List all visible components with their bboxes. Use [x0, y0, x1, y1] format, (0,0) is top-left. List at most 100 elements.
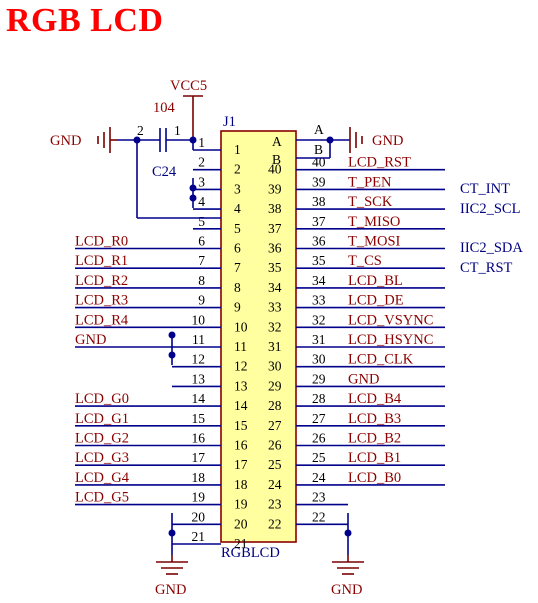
inner-left-pin-number: 21: [234, 536, 248, 551]
inner-right-pin-number: 28: [268, 398, 282, 413]
junction-dot: [344, 529, 352, 537]
connector-header-a: A: [272, 134, 282, 149]
junction-dot: [189, 136, 197, 144]
left-net-18: LCD_G4: [75, 470, 130, 486]
inner-left-pin-number: 14: [234, 398, 248, 413]
left-net-14: LCD_G0: [75, 391, 129, 407]
inner-right-pin-number: 24: [268, 477, 282, 492]
left-net-10: LCD_R4: [75, 312, 129, 328]
gnd-right-label: GND: [372, 133, 403, 149]
left-pin-8-number: 8: [198, 273, 205, 288]
left-pin-7-number: 7: [198, 253, 205, 268]
right-pin-30-number: 30: [312, 352, 326, 367]
left-pin-21-number: 21: [192, 529, 206, 544]
right-net-35: T_CS: [348, 253, 382, 269]
right-pin-38-number: 38: [312, 194, 326, 209]
junction-dot: [168, 529, 176, 537]
inner-left-pin-number: 7: [234, 260, 241, 275]
inner-left-pin-number: 17: [234, 457, 248, 472]
right-net-30: LCD_CLK: [348, 352, 414, 368]
right-net-39: T_PEN: [348, 174, 392, 190]
left-pin-17-number: 17: [192, 450, 206, 465]
right-net-28: LCD_B4: [348, 391, 402, 407]
right-net-25: LCD_B1: [348, 450, 401, 466]
far-right-net-iic2-scl: IIC2_SCL: [460, 201, 520, 217]
capacitor-pin-1-number: 1: [174, 123, 181, 138]
right-pin-28-number: 28: [312, 391, 326, 406]
right-pin-32-number: 32: [312, 312, 326, 327]
capacitor-pin-2-number: 2: [137, 123, 144, 138]
right-net-29: GND: [348, 371, 379, 387]
left-net-16: LCD_G2: [75, 431, 129, 447]
far-right-net-iic2-sda: IIC2_SDA: [460, 240, 523, 256]
inner-right-pin-number: 23: [268, 497, 282, 512]
far-right-net-ct-int: CT_INT: [460, 181, 510, 197]
inner-right-pin-number: 37: [268, 221, 282, 236]
inner-right-pin-number: 29: [268, 378, 282, 393]
inner-right-pin-number: 22: [268, 516, 282, 531]
junction-dot: [168, 351, 176, 359]
left-pin-19-number: 19: [192, 490, 206, 505]
connector-body: [220, 130, 297, 543]
right-pin-24-number: 24: [312, 470, 326, 485]
inner-left-pin-number: 20: [234, 516, 248, 531]
right-net-33: LCD_DE: [348, 293, 404, 309]
inner-left-pin-number: 8: [234, 280, 241, 295]
inner-left-pin-number: 18: [234, 477, 248, 492]
inner-left-pin-number: 4: [234, 201, 241, 216]
junction-dot: [189, 194, 197, 202]
gnd-bottom-left-label: GND: [155, 582, 186, 598]
left-pin-2-number: 2: [198, 155, 205, 170]
left-pin-12-number: 12: [192, 352, 206, 367]
right-net-32: LCD_VSYNC: [348, 312, 433, 328]
inner-right-pin-number: 25: [268, 457, 282, 472]
vcc5-label: VCC5: [170, 78, 207, 94]
inner-left-pin-number: 1: [234, 142, 241, 157]
left-pin-9-number: 9: [198, 293, 205, 308]
right-pin-26-number: 26: [312, 431, 326, 446]
right-pin-25-number: 25: [312, 450, 326, 465]
left-pin-1-number: 1: [198, 135, 205, 150]
right-pin-35-number: 35: [312, 253, 326, 268]
left-pin-18-number: 18: [192, 470, 206, 485]
right-net-27: LCD_B3: [348, 411, 401, 427]
inner-left-pin-number: 12: [234, 359, 248, 374]
right-pin-22-number: 22: [312, 509, 326, 524]
inner-left-pin-number: 16: [234, 438, 248, 453]
inner-right-pin-number: 40: [268, 162, 282, 177]
gnd-bottom-right-label: GND: [331, 582, 362, 598]
left-pin-20-number: 20: [192, 509, 206, 524]
left-pin-10-number: 10: [192, 312, 206, 327]
left-pin-13-number: 13: [192, 371, 206, 386]
inner-right-pin-number: 27: [268, 418, 282, 433]
left-pin-5-number: 5: [198, 214, 205, 229]
inner-left-pin-number: 9: [234, 300, 241, 315]
inner-left-pin-number: 6: [234, 241, 241, 256]
connector-pin-a: A: [314, 122, 324, 137]
right-pin-34-number: 34: [312, 273, 326, 288]
right-net-26: LCD_B2: [348, 431, 401, 447]
left-pin-15-number: 15: [192, 411, 206, 426]
inner-left-pin-number: 5: [234, 221, 241, 236]
connector-designator: J1: [223, 114, 236, 130]
connector-header-b: B: [272, 152, 281, 167]
inner-left-pin-number: 13: [234, 378, 248, 393]
right-net-38: T_SCK: [348, 194, 393, 210]
left-net-11: GND: [75, 332, 106, 348]
capacitor-value: 104: [153, 100, 176, 116]
inner-right-pin-number: 32: [268, 319, 282, 334]
left-net-17: LCD_G3: [75, 450, 129, 466]
inner-right-pin-number: 31: [268, 339, 282, 354]
junction-dot: [189, 184, 197, 192]
right-pin-27-number: 27: [312, 411, 326, 426]
left-net-19: LCD_G5: [75, 490, 129, 506]
junction-dot: [133, 136, 141, 144]
junction-dot: [168, 331, 176, 339]
left-net-8: LCD_R2: [75, 273, 128, 289]
connector-part-name: RGBLCD: [221, 545, 280, 561]
right-pin-33-number: 33: [312, 293, 326, 308]
right-pin-37-number: 37: [312, 214, 326, 229]
right-net-34: LCD_BL: [348, 273, 403, 289]
inner-left-pin-number: 15: [234, 418, 248, 433]
inner-left-pin-number: 10: [234, 319, 248, 334]
